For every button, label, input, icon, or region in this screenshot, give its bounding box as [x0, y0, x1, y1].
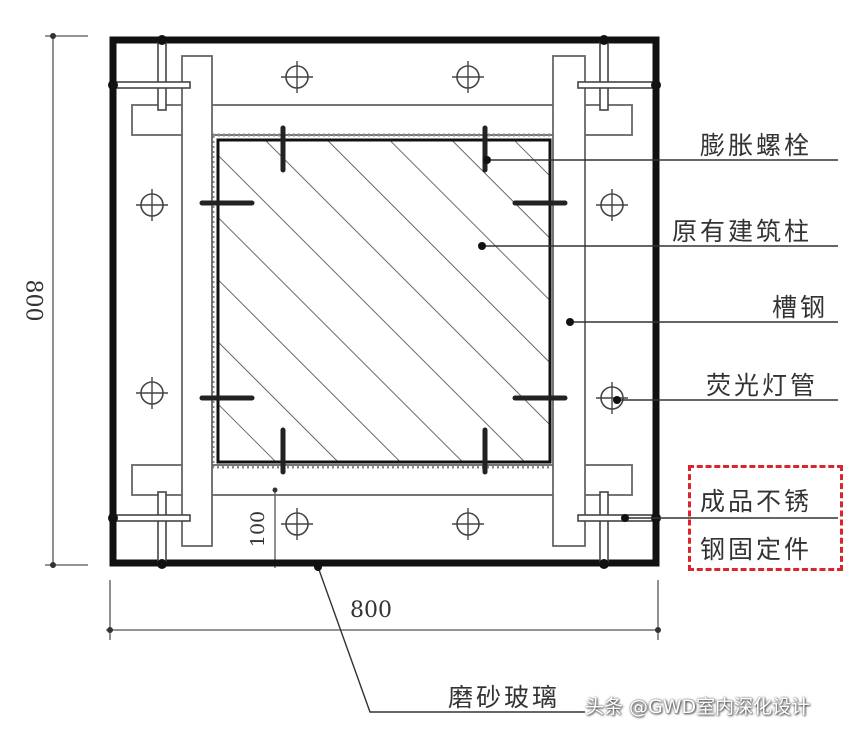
- dimension-ticks: [50, 33, 661, 633]
- label-existing-column: 原有建筑柱: [672, 217, 813, 246]
- dimension-offset: 100: [247, 510, 270, 548]
- channel-steel: [181, 55, 586, 547]
- label-channel-steel: 槽钢: [772, 293, 829, 322]
- label-fluorescent-tube: 荧光灯管: [706, 371, 819, 400]
- dimension-width: 800: [350, 598, 392, 623]
- stainless-fixings: [109, 39, 659, 565]
- horizontal-rails: [131, 104, 633, 496]
- fixing-nodes: [108, 35, 661, 569]
- highlight-box: [688, 465, 843, 571]
- frosted-glass-frame: [109, 36, 660, 567]
- expansion-bolts: [199, 125, 568, 475]
- label-frosted-glass: 磨砂玻璃: [448, 683, 561, 712]
- label-stainless-fixing-2: 钢固定件: [700, 535, 813, 564]
- label-expansion-bolt: 膨胀螺栓: [700, 131, 813, 160]
- dimension-lines: [45, 33, 660, 640]
- dimension-height: 800: [20, 279, 46, 322]
- leader-dots: [314, 156, 629, 571]
- watermark: 头条 @GWD室内深化设计: [585, 696, 811, 718]
- leader-lines: [317, 159, 838, 713]
- existing-column: [216, 138, 552, 464]
- label-stainless-fixing-1: 成品不锈: [700, 487, 813, 516]
